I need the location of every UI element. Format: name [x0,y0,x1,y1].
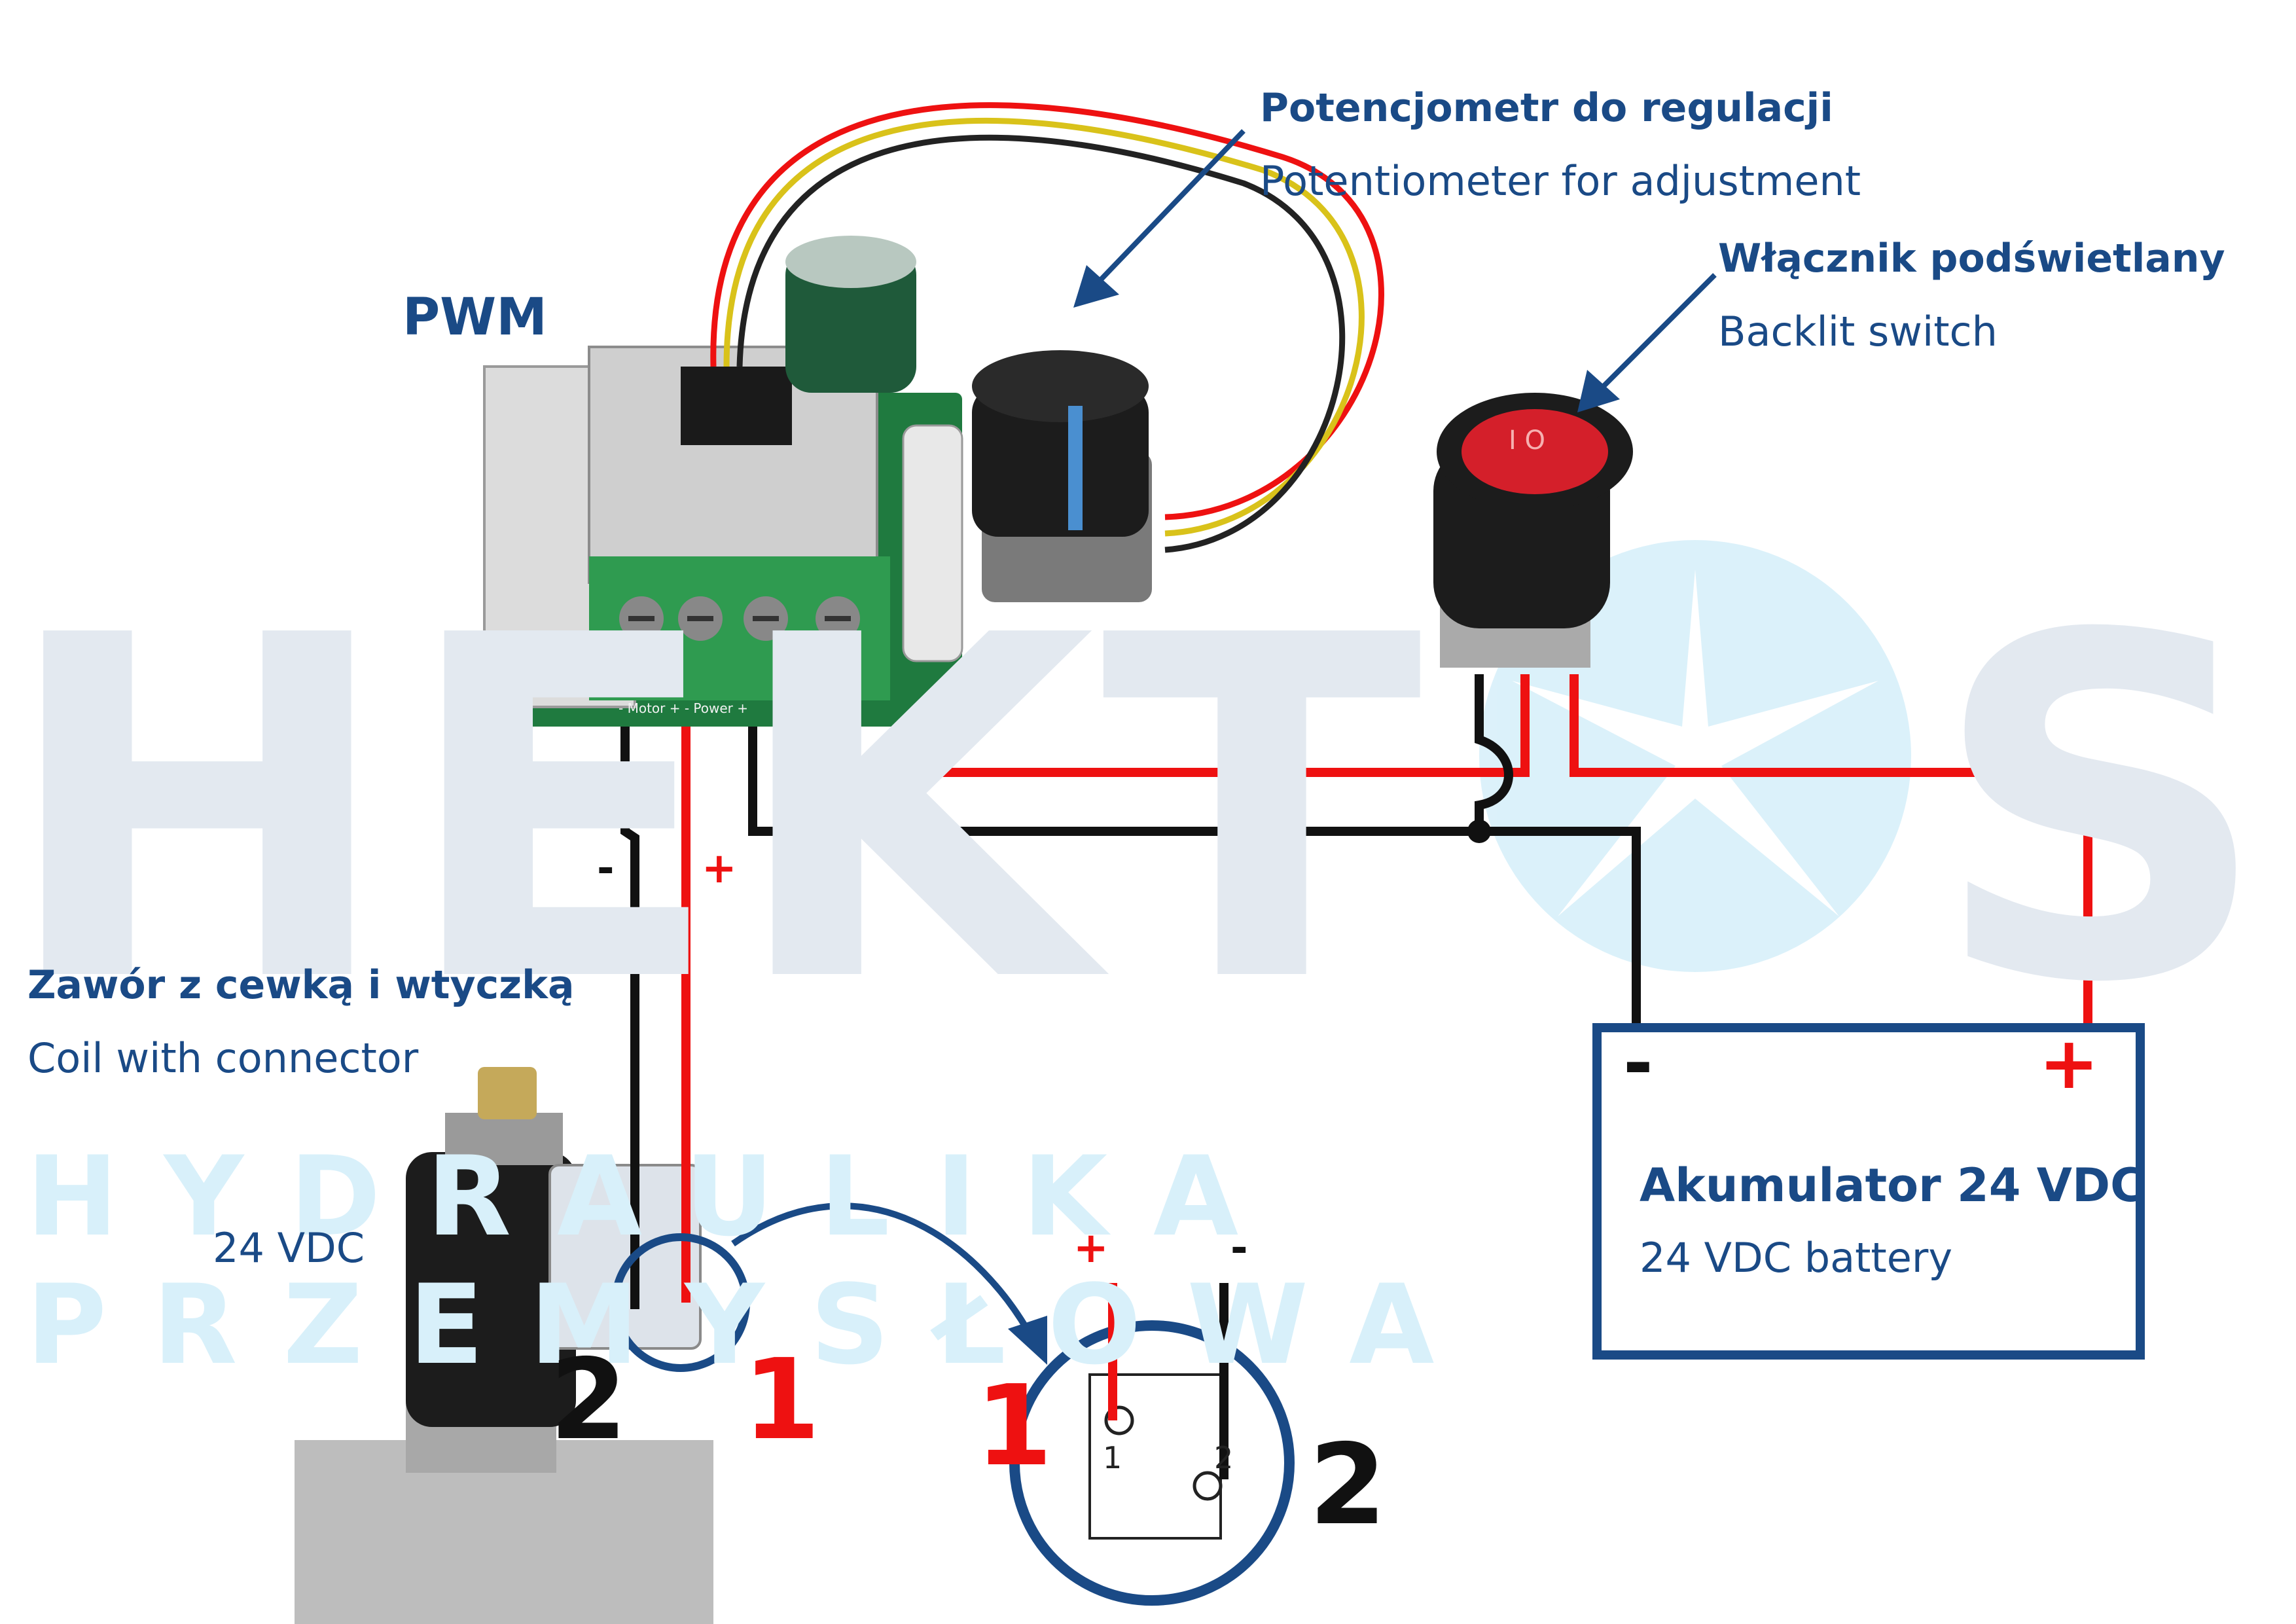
battery-neg: - [1623,1021,1653,1105]
connector-detail [1009,1283,1295,1606]
switch-symbols: I O [1509,425,1545,456]
pwm-label: PWM [403,288,547,347]
valve-pin-1: 1 [743,1335,821,1465]
watermark-tagline: HYDRAULIKA PRZEMYSŁOWA [26,1132,1480,1389]
valve-title: Zawór z cewką i wtyczką [27,962,575,1008]
potentiometer-subtitle: Potentiometer for adjustment [1260,157,1861,205]
battery-box [1592,1023,2145,1360]
detail-arrow [731,1202,1037,1344]
watermark-brand-end: S [1931,537,2277,1085]
valve-neg-label: - [597,844,615,893]
switch-subtitle: Backlit switch [1718,308,1998,355]
detail-minus: - [1230,1224,1248,1272]
power-wiring [620,674,2092,1309]
detail-plus: + [1073,1224,1109,1272]
watermark-brand: HEKT [0,537,1429,1085]
valve-pin-2: 2 [550,1335,628,1465]
switch-title: Włącznik podświetlany [1718,236,2225,281]
signal-wires [710,102,1384,553]
potentiometer [972,350,1152,602]
detail-pin-2: 2 [1309,1420,1387,1550]
battery-pos: + [2039,1021,2100,1105]
valve-voltage: 24 VDC [213,1224,365,1272]
pwm-terminal-labels: - Motor + - Power + [619,700,748,716]
valve-subtitle: Coil with connector [27,1034,419,1082]
backlit-switch [1433,393,1633,668]
pwm-board [483,236,963,727]
battery-title: Akumulator 24 VDC [1640,1159,2144,1212]
potentiometer-title: Potencjometr do regulacji [1260,85,1833,131]
battery-subtitle: 24 VDC battery [1640,1234,1953,1282]
valve-pos-label: + [702,844,737,893]
detail-pin-1: 1 [975,1362,1053,1491]
callout-arrows [1085,129,1717,401]
detail-inner-1: 1 [1103,1440,1122,1475]
valve-coil [295,1067,713,1624]
connector-highlight-circle [611,1233,750,1372]
detail-inner-2: 2 [1214,1440,1234,1475]
